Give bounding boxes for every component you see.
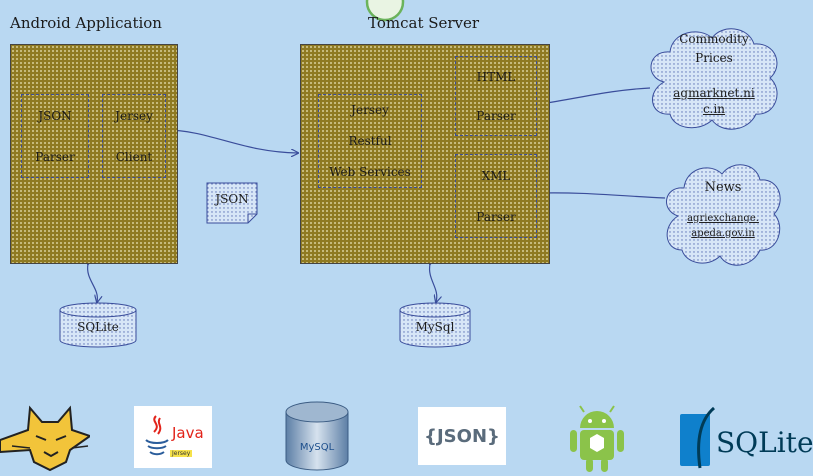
json-parser-box: JSON Parser [21,94,89,178]
html-parser-line1: HTML [476,69,516,84]
json-parser-line1: JSON [38,108,72,123]
document-shape [206,182,258,224]
news-cloud [666,164,781,266]
commodity-title-line1: Commodity [679,32,749,46]
jersey-client-box: Jersey Client [102,94,166,178]
tomcat-title: Tomcat Server [368,14,480,32]
commodity-link-line1[interactable]: agmarknet.ni [673,86,755,100]
mysql-label: MySql [415,320,455,334]
jersey-restful-line2: Restful [348,133,392,148]
android-logo [570,405,624,472]
json-doc-label: JSON [215,192,249,206]
news-link-line2[interactable]: apeda.gov.in [691,228,755,239]
xml-parser-line2: Parser [476,209,516,224]
commodity-link-line2[interactable]: c.in [702,102,726,116]
tomcat-logo [0,405,90,472]
json-document: JSON [206,182,258,224]
java-sub-text: Jersey [170,450,193,457]
jersey-client-line2: Client [115,149,153,164]
jersey-client-line1: Jersey [115,108,153,123]
connector-android-tomcat [165,130,298,153]
top-logo-partial [365,0,405,22]
java-text: Java [172,424,204,442]
mysql-logo-text: MySQL [300,442,335,453]
mysql-logo: MySQL [285,401,349,471]
xml-parser-line1: XML [481,168,511,183]
android-application-box [10,44,178,264]
jersey-restful-line3: Web Services [329,164,411,179]
connector-commodity-html [540,87,651,104]
news-link-line1[interactable]: agriexchange. [687,213,759,224]
html-parser-box: HTML Parser [455,56,537,136]
news-title: News [704,180,742,195]
jersey-restful-line1: Jersey [351,103,389,118]
java-logo: Java Jersey [134,406,212,468]
android-title: Android Application [10,14,162,32]
sqlite-feather-icon [680,406,716,469]
connector-news-xml [540,193,666,199]
html-parser-line2: Parser [476,108,516,123]
commodity-cloud [650,28,778,130]
sqlite-logo: SQLite [678,404,813,472]
java-cup-icon [145,415,169,456]
xml-parser-box: XML Parser [455,154,537,238]
sqlite-label: SQLite [77,320,119,334]
commodity-title-line2: Prices [695,51,733,65]
mysql-database [399,302,471,348]
connector-android-sqlite [88,264,98,302]
jersey-restful-box: Jersey Restful Web Services [318,94,422,188]
json-logo: {JSON} [418,407,506,465]
json-parser-line2: Parser [35,149,75,164]
sqlite-logo-text: SQLite [716,426,813,459]
sqlite-database [59,302,137,348]
connector-tomcat-mysql [430,264,437,302]
